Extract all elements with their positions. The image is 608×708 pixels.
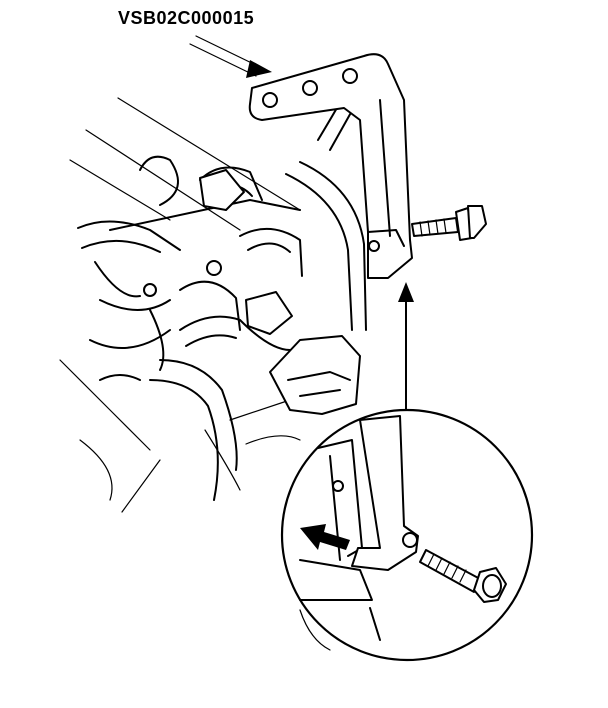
engine-component-block: [143, 169, 361, 415]
engine-hoses: [149, 77, 371, 501]
flange-bolt-detail: [419, 549, 507, 603]
direction-arrow-icon: [300, 524, 350, 550]
label-leader-arrow: [189, 35, 272, 78]
engine-background-lines: [59, 97, 301, 513]
flange-bolt-main: [411, 205, 487, 241]
mounting-bracket: [248, 53, 413, 279]
detail-pointer-arrow: [398, 282, 414, 413]
detail-magnifier-circle: [280, 408, 534, 662]
figure-code-label: VSB02C000015: [118, 8, 255, 28]
